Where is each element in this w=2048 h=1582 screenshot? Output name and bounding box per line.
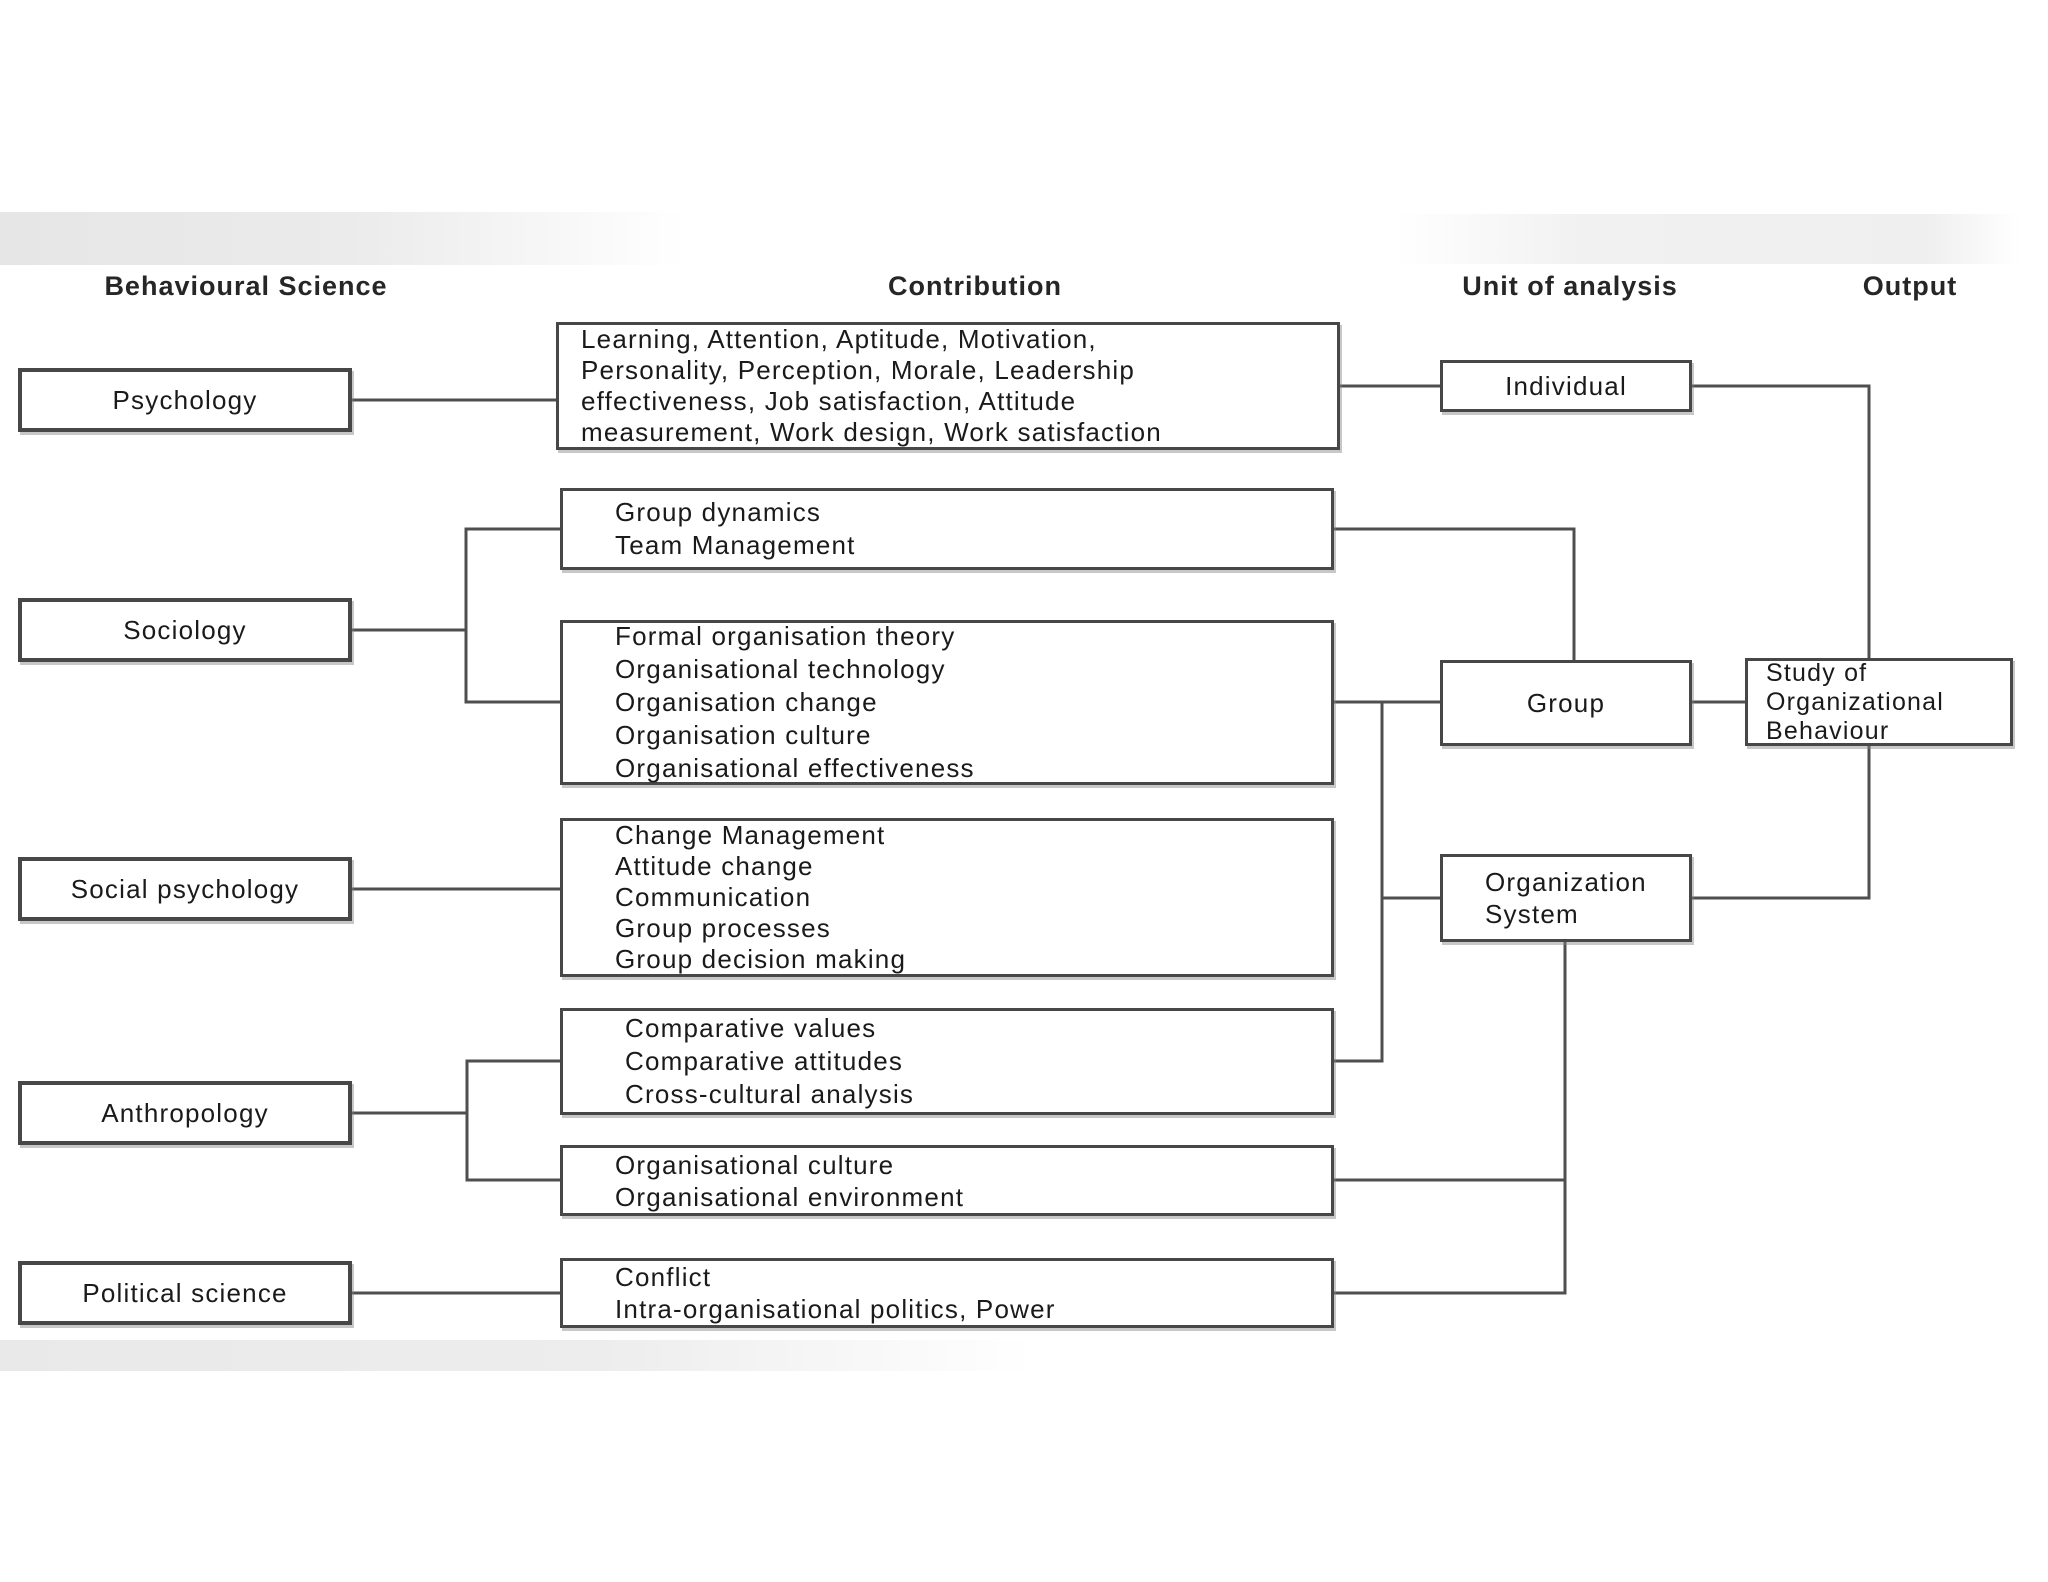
header-contribution: Contribution [888, 271, 1062, 301]
unit-box-group: Group [1440, 660, 1692, 746]
discipline-box-sociology: Sociology [18, 598, 352, 662]
discipline-label: Psychology [112, 384, 258, 415]
discipline-label: Anthropology [101, 1097, 269, 1128]
discipline-box-political-science: Political science [18, 1261, 352, 1325]
output-line: Organizational [1766, 687, 1945, 716]
contribution-line: Comparative values [625, 1013, 877, 1043]
contribution-line: Organisational environment [615, 1181, 965, 1212]
unit-label: Organization [1485, 867, 1647, 897]
contribution-line: Group dynamics [615, 497, 822, 527]
contribution-line: Team Management [615, 530, 856, 560]
contribution-line: measurement, Work design, Work satisfact… [581, 417, 1162, 447]
unit-box-individual: Individual [1440, 360, 1692, 412]
discipline-label: Political science [82, 1277, 288, 1308]
contribution-line: Intra-organisational politics, Power [615, 1294, 1056, 1324]
contribution-line: Formal organisation theory [615, 621, 956, 651]
contribution-line: Change Management [615, 820, 886, 850]
contribution-line: Group decision making [615, 944, 907, 974]
unit-box-organization-system: Organization System [1440, 854, 1692, 942]
output-line: Study of [1766, 658, 1868, 687]
connector-sociology-branch [464, 527, 560, 704]
contribution-box-conflict: Conflict Intra-organisational politics, … [560, 1258, 1334, 1328]
contribution-box-group-dynamics: Group dynamics Team Management [560, 488, 1334, 570]
header-behavioural-science: Behavioural Science [104, 271, 388, 301]
contribution-line: Learning, Attention, Aptitude, Motivatio… [581, 324, 1097, 354]
unit-label: Group [1526, 687, 1606, 718]
discipline-box-anthropology: Anthropology [18, 1081, 352, 1145]
contribution-box-comparative: Comparative values Comparative attitudes… [560, 1008, 1334, 1115]
contribution-line: Cross-cultural analysis [625, 1079, 915, 1109]
contribution-line: Conflict [615, 1262, 712, 1292]
output-box-study-of-organizational-behaviour: Study of Organizational Behaviour [1745, 658, 2013, 746]
unit-label: Individual [1505, 370, 1627, 401]
header-output: Output [1862, 271, 1958, 301]
contribution-line: Organisational culture [615, 1149, 895, 1180]
discipline-label: Social psychology [70, 873, 300, 904]
contribution-line: Group processes [615, 913, 831, 943]
discipline-label: Sociology [123, 614, 247, 645]
connector-orgsystem-to-output [1692, 746, 1871, 900]
contribution-line: Organisation culture [615, 720, 872, 750]
connector-anthropology-branch [465, 1059, 560, 1182]
discipline-box-psychology: Psychology [18, 368, 352, 432]
contribution-line: Personality, Perception, Morale, Leaders… [581, 355, 1136, 385]
connector-groupdynamics-to-group [1334, 527, 1576, 660]
contribution-line: Organisational technology [615, 654, 946, 684]
unit-label: System [1485, 899, 1579, 929]
contribution-line: Communication [615, 882, 812, 912]
contribution-box-formal-organisation: Formal organisation theory Organisationa… [560, 620, 1334, 785]
contribution-line: Organisation change [615, 687, 878, 717]
header-unit-of-analysis: Unit of analysis [1462, 271, 1678, 301]
contribution-box-psychology: Learning, Attention, Aptitude, Motivatio… [556, 322, 1340, 450]
connector-individual-to-output [1692, 384, 1871, 658]
contribution-box-change-management: Change Management Attitude change Commun… [560, 818, 1334, 977]
connector-group-bundle-vertical [1334, 702, 1384, 1063]
contribution-line: Organisational effectiveness [615, 753, 975, 783]
contribution-box-organisational-culture: Organisational culture Organisational en… [560, 1145, 1334, 1216]
discipline-box-social-psychology: Social psychology [18, 857, 352, 921]
output-line: Behaviour [1766, 716, 1890, 745]
contribution-line: Comparative attitudes [625, 1046, 904, 1076]
contribution-line: effectiveness, Job satisfaction, Attitud… [581, 386, 1077, 416]
connector-orgsystem-bundle-vertical [1334, 942, 1567, 1295]
contribution-line: Attitude change [615, 851, 814, 881]
